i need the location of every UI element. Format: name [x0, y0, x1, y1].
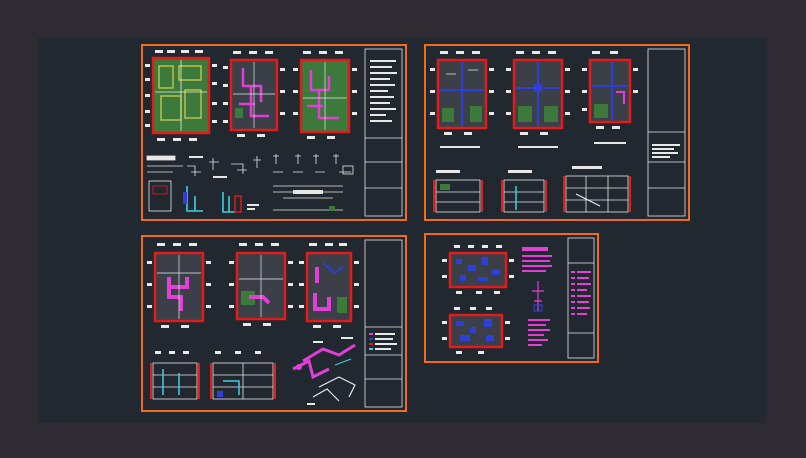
- drawing-sheet-2[interactable]: [424, 44, 690, 221]
- title-block: [647, 48, 686, 217]
- roof-plan-2: [442, 307, 510, 354]
- building-sections: [433, 166, 631, 213]
- floor-plan-6: [582, 51, 638, 144]
- title-block: [364, 239, 403, 408]
- title-block: [364, 48, 403, 217]
- floor-plan-5: [506, 51, 570, 148]
- floor-plan-2: [223, 51, 285, 137]
- title-block: [567, 237, 595, 359]
- floor-plan-3: [293, 51, 357, 139]
- floor-plan-4: [430, 51, 494, 148]
- floor-plan-8: [229, 243, 293, 326]
- water-sections: [150, 351, 276, 400]
- drawing-sheet-4[interactable]: [424, 233, 599, 363]
- roof-plan-1: [442, 245, 514, 294]
- drawing-sheet-3[interactable]: [141, 235, 407, 412]
- floor-plan-1: [145, 50, 217, 141]
- drawing-sheet-1[interactable]: [141, 44, 407, 221]
- floor-plan-7: [147, 243, 211, 328]
- floor-plan-9: [299, 243, 359, 328]
- detail-drawings: [146, 154, 354, 213]
- magenta-legend: [522, 247, 552, 346]
- isometric-diagram: [292, 337, 356, 405]
